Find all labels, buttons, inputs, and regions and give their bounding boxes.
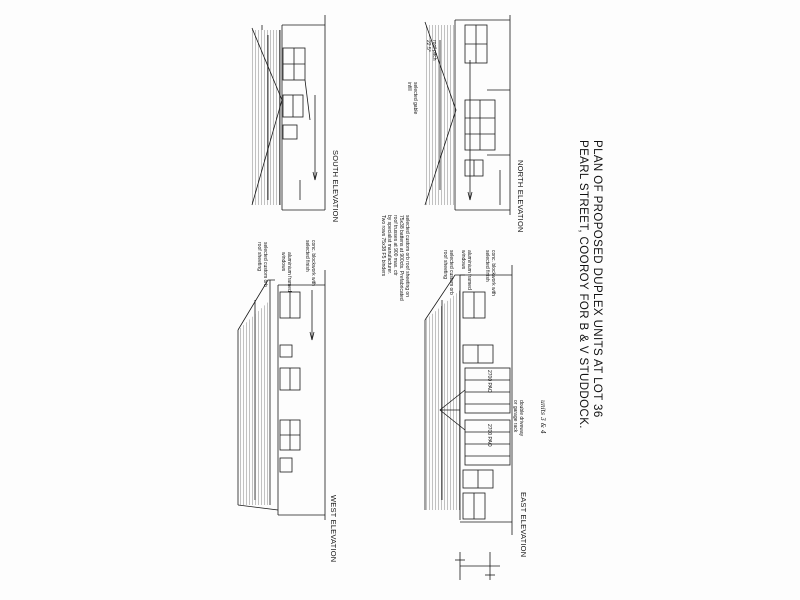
east-elevation-label: EAST ELEVATION: [519, 492, 528, 558]
gable-note: selected gable infill: [406, 82, 418, 115]
roof-sheeting-note-2: selected custom orb roof sheeting: [442, 250, 454, 295]
brickwork-note-2: conc. blockwork with selected finish: [484, 250, 496, 296]
west-elevation-drawing: [237, 270, 326, 520]
south-elevation-label: SOUTH ELEVATION: [331, 150, 340, 223]
west-elevation-label: WEST ELEVATION: [329, 495, 338, 563]
brickwork-note: conc. blockwork with selected finish: [304, 240, 316, 286]
garage-door-label-1: 2700 PAO: [486, 370, 492, 393]
windows-note-2: aluminium framed windows: [460, 250, 472, 290]
south-elevation-drawing: [251, 15, 326, 211]
north-elevation-label: NORTH ELEVATION: [516, 160, 525, 233]
roof-pitch-note: roof pitch 22.5°: [425, 40, 437, 61]
title-line-2: PEARL STREET, COOROY FOR B & V STUDDOCK.: [577, 140, 589, 429]
windows-note: aluminium framed windows: [280, 252, 292, 292]
roof-construction-note: selected custom orb roof sheeting on 75x…: [380, 215, 410, 301]
units-note: units 3 & 4: [539, 400, 546, 434]
scale-bar: [455, 552, 500, 580]
north-elevation-drawing: [424, 15, 511, 215]
title-line-1: PLAN OF PROPOSED DUPLEX UNITS AT LOT 36: [591, 140, 603, 418]
roof-sheeting-note: selected custom orb roof sheeting: [256, 242, 268, 287]
driveway-note: double driveway or garage rack: [512, 400, 524, 437]
east-elevation-drawing: [424, 265, 513, 535]
garage-door-label-2: 2700 PAO: [486, 424, 492, 447]
